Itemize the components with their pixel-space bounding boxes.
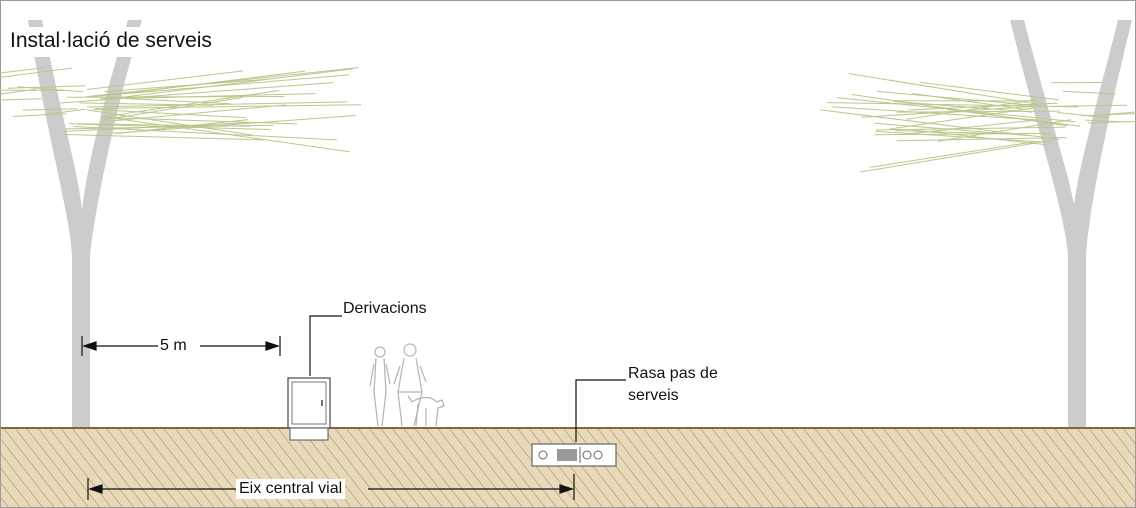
branch-stroke (86, 70, 244, 90)
branch-stroke (1055, 104, 1127, 107)
ground-hatch (1, 428, 1135, 507)
service-trench-icon (531, 443, 617, 467)
left-tree-icon (0, 20, 362, 430)
branch-stroke (86, 109, 253, 136)
pedestrians-icon (369, 343, 445, 427)
diagram-title: Instal·lació de serveis (8, 27, 220, 57)
branch-stroke (826, 102, 1078, 108)
branch-stroke (79, 102, 214, 106)
branch-stroke (908, 102, 1058, 111)
branch-stroke (1103, 111, 1136, 116)
branch-stroke (22, 108, 78, 111)
branch-stroke (86, 101, 348, 108)
branch-stroke (64, 122, 248, 132)
branch-stroke (65, 134, 264, 141)
branch-stroke (851, 94, 1068, 127)
branch-stroke (893, 101, 1033, 113)
branch-stroke (104, 78, 268, 93)
branch-stroke (73, 126, 337, 141)
branch-stroke (0, 67, 72, 78)
branch-stroke (100, 89, 280, 118)
branch-stroke (89, 96, 231, 105)
branch-stroke (1081, 113, 1136, 117)
branch-stroke (877, 90, 1035, 106)
branch-stroke (102, 97, 243, 121)
branch-stroke (896, 137, 1067, 142)
branch-stroke (1085, 119, 1126, 123)
branch-stroke (12, 113, 67, 117)
branch-stroke (88, 74, 349, 98)
branch-stroke (0, 98, 43, 101)
branch-stroke (919, 81, 1059, 101)
dimension-eix-central (87, 474, 575, 500)
rasa-label-line1: Rasa pas de (628, 365, 718, 382)
branch-stroke (874, 132, 1051, 136)
derivation-cabinet-icon (287, 377, 331, 441)
branch-stroke (101, 104, 287, 123)
branch-stroke (831, 106, 1038, 121)
branch-stroke (869, 141, 1036, 168)
dimension-5m (81, 336, 281, 356)
branch-stroke (60, 82, 334, 104)
branch-stroke (875, 126, 1066, 131)
branch-stroke (95, 104, 362, 109)
derivacions-leader (309, 315, 342, 376)
branch-stroke (1056, 112, 1109, 119)
branch-stroke (859, 138, 1060, 173)
branch-stroke (113, 68, 354, 99)
eix-central-vial-label: Eix central vial (236, 479, 346, 499)
branch-stroke (1062, 90, 1116, 95)
branch-stroke (93, 108, 247, 119)
branch-stroke (100, 93, 316, 100)
rasa-label-line2: serveis (628, 387, 679, 404)
derivacions-label: Derivacions (343, 300, 427, 317)
rasa-leader (575, 379, 626, 442)
branch-stroke (848, 73, 1038, 105)
branch-stroke (86, 67, 359, 98)
branch-stroke (896, 110, 1060, 113)
branch-stroke (894, 130, 1021, 135)
dimension-5m-label: 5 m (160, 337, 187, 354)
right-tree-icon (820, 20, 1136, 430)
branch-stroke (43, 108, 85, 116)
branch-stroke (7, 85, 86, 89)
branch-stroke (0, 67, 46, 74)
